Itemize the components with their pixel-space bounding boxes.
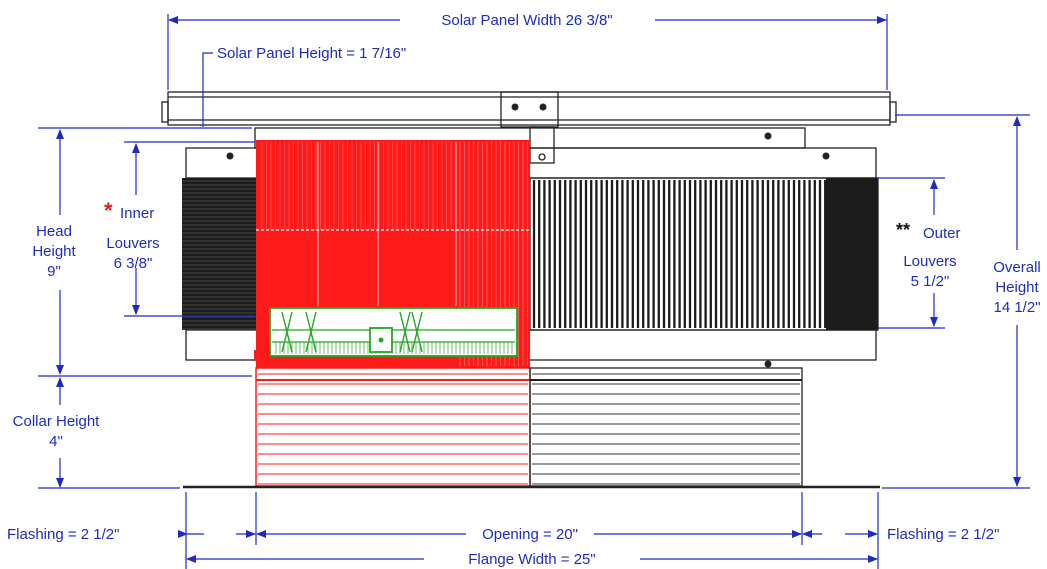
solar-panel <box>161 91 897 164</box>
outer-louvers-right-dark <box>826 178 878 330</box>
inner-louver-lines <box>261 142 528 366</box>
inner-louvers-line-3: 6 3/8" <box>114 255 153 272</box>
flashing-left-label: Flashing = 2 1/2" <box>7 526 119 543</box>
solar-panel-height-label: Solar Panel Height = 1 7/16" <box>217 45 406 62</box>
dimension-lines <box>38 14 1030 569</box>
head-height-line-1: Head <box>36 223 72 240</box>
overall-height-line-1: Overall <box>993 259 1041 276</box>
collar <box>255 367 803 487</box>
right-louver-fins <box>532 180 827 328</box>
outer-star-marker: ** <box>896 220 910 240</box>
solar-panel-width-label: Solar Panel Width 26 3/8" <box>441 12 612 29</box>
opening-label: Opening = 20" <box>482 526 578 543</box>
overall-height-line-2: Height <box>995 279 1039 296</box>
outer-louvers-line-1: Outer <box>923 225 961 242</box>
inner-star-marker: * <box>104 198 113 223</box>
inner-louvers-line-2: Louvers <box>106 235 159 252</box>
fan-assembly <box>254 307 518 360</box>
collar-height-line-2: 4" <box>49 433 63 450</box>
outer-louvers-line-2: Louvers <box>903 253 956 270</box>
inner-louvers-line-1: Inner <box>120 205 154 222</box>
head-height-line-2: Height <box>32 243 76 260</box>
head-height-line-3: 9" <box>47 263 61 280</box>
overall-height-line-3: 14 1/2" <box>993 299 1040 316</box>
outer-louvers-line-3: 5 1/2" <box>911 273 950 290</box>
left-louver-ribs <box>182 180 256 330</box>
flashing-right-label: Flashing = 2 1/2" <box>887 526 999 543</box>
flange-width-label: Flange Width = 25" <box>468 551 595 568</box>
collar-height-line-1: Collar Height <box>13 413 101 430</box>
